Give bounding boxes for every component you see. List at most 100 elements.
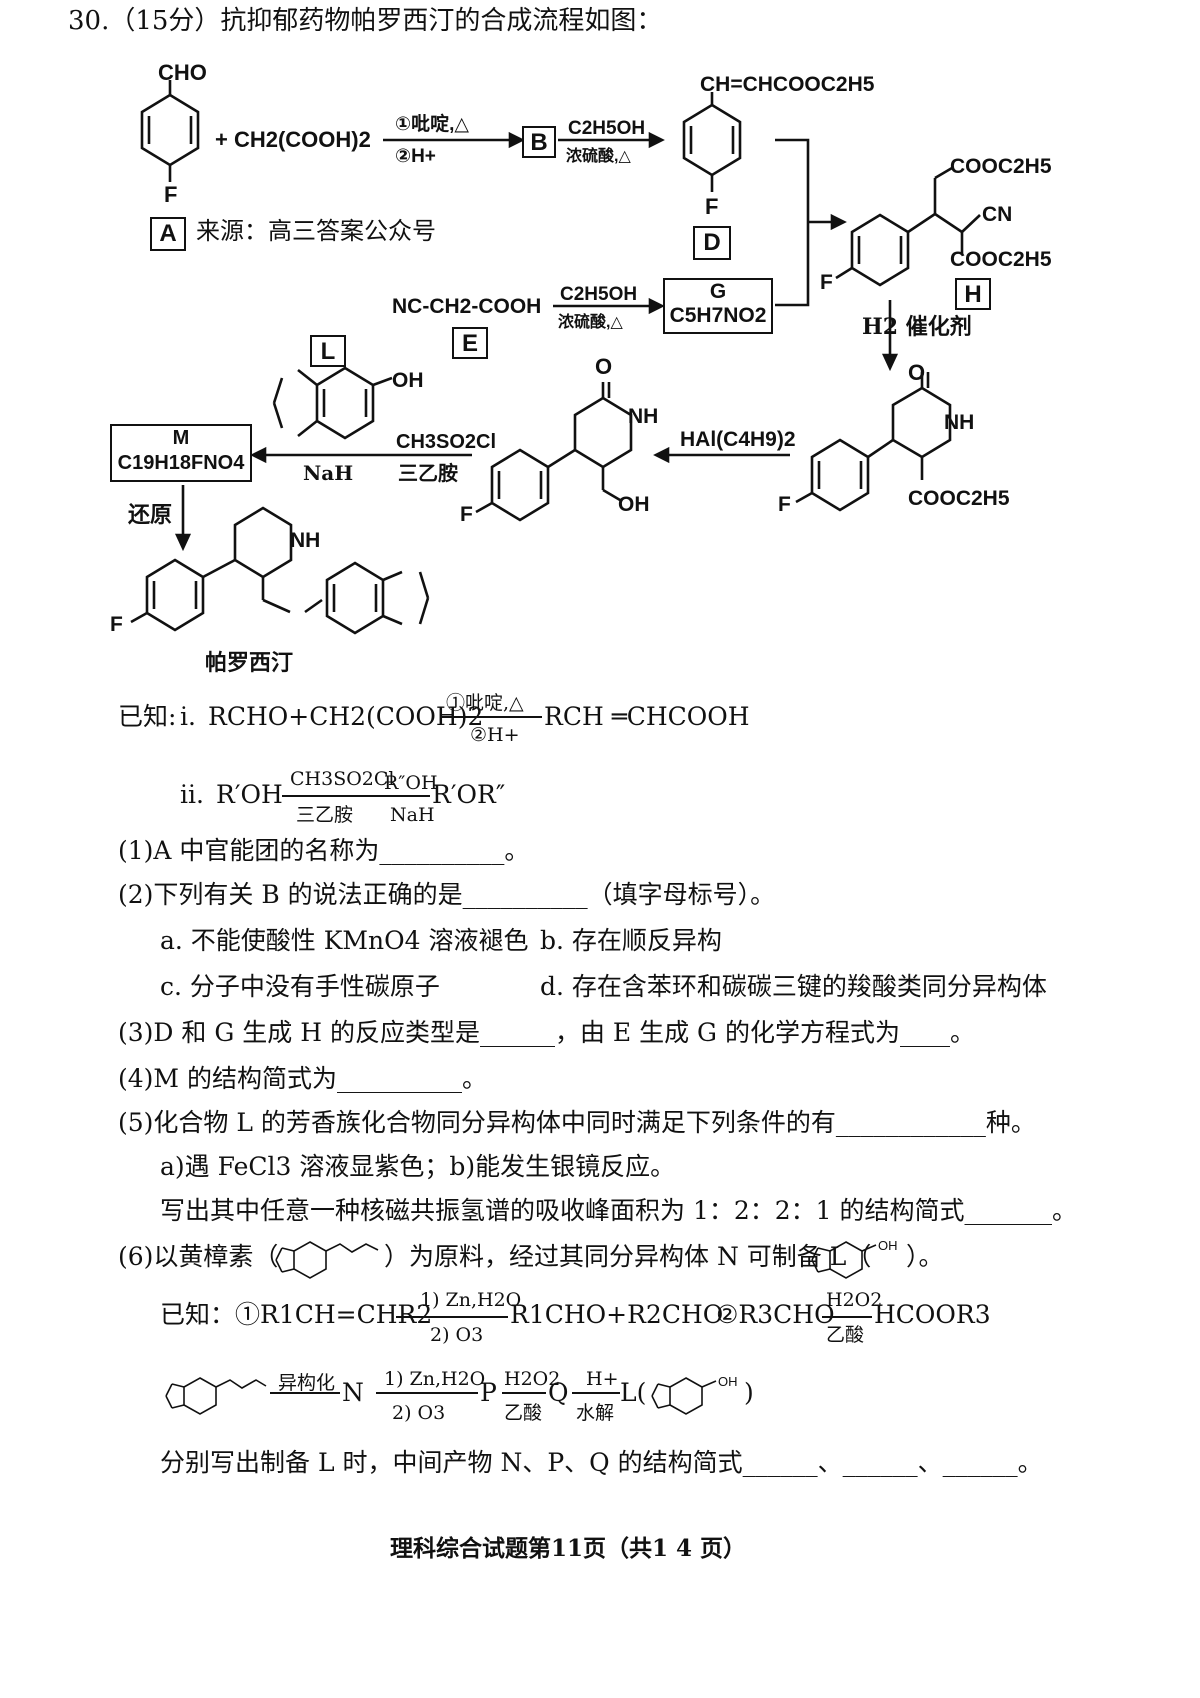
question-6-known-2-arrow [822,1316,872,1318]
h-cooet-bottom: COOC2H5 [950,248,1052,271]
label-a: A [150,217,186,251]
nah-reagent: NaH [303,461,354,485]
esterify-reagent-bottom: 浓硫酸,△ [566,148,631,165]
step1-reagent-top: ①吡啶,△ [395,114,469,135]
lactam-ester-nh: NH [944,411,975,434]
l-small-structure-1: OH [811,1238,898,1279]
known-i-bottom: ②H+ [470,724,520,746]
label-h: H [955,278,991,310]
safrole-structure [275,1241,379,1279]
lactam-ester-structure [795,372,952,512]
step1-reagent-bottom: ②H+ [395,146,436,167]
question-6-known-1-top: 1) Zn,H2O [420,1289,522,1311]
question-header: 30.（15分）抗抑郁药物帕罗西汀的合成流程如图： [68,6,663,36]
question-6-middle: ）为原料，经过其同分异构体 N 可制备 L（ [384,1242,872,1271]
question-4: (4)M 的结构简式为__________。 [118,1064,487,1093]
route-p: P [480,1378,497,1407]
watermark-text: 来源：高三答案公众号 [196,217,436,245]
question-6-known-1-bottom: 2) O3 [430,1324,484,1346]
known-i-right: RCH ═CHCOOH [544,702,750,731]
question-2-option-c: c. 分子中没有手性碳原子 [160,972,440,1001]
question-2-option-d: d. 存在含苯环和碳碳三键的羧酸类同分异构体 [540,972,1047,1001]
d-side-chain: CH=CHCOOC2H5 [700,73,875,96]
fluorine-paroxetine: F [110,613,123,636]
lactam-alcohol-oh: OH [618,493,650,516]
compound-a-ring [140,80,200,182]
dibal-reagent: HAl(C4H9)2 [680,428,796,451]
route-h2o2: H2O2 [504,1368,561,1390]
l-oh-group: OH [392,369,424,392]
fluorine-lactam-alcohol: F [460,503,473,526]
route-hplus: H+ [586,1368,619,1390]
route-ozone-top: 1) Zn,H2O [384,1368,486,1390]
compound-d-ring [682,92,742,192]
route-n: N [342,1378,364,1407]
known-i-label: i. [180,702,196,731]
compound-l-structure [272,366,393,440]
question-6-known-2-left: ②R3CHO [716,1300,835,1329]
question-5-conditions: a)遇 FeCl3 溶液显紫色；b)能发生银镜反应。 [160,1152,676,1181]
reduction-reagent: 还原 [128,502,173,528]
l-small-oh-2: OH [718,1374,738,1389]
route-close: ) [744,1378,754,1407]
question-2: (2)下列有关 B 的说法正确的是__________（填字母标号）。 [118,880,776,909]
h-cooet-top: COOC2H5 [950,155,1052,178]
question-2-option-b: b. 存在顺反异构 [540,926,722,955]
e-to-g-reagent-top: C2H5OH [560,284,638,305]
malonic-acid-reagent: + CH2(COOH)2 [215,127,371,152]
label-b: B [522,126,556,158]
known-ii-top1: CH3SO2Cl [290,768,395,790]
known-ii-right: R′OR″ [432,780,506,809]
fluorine-d: F [705,194,719,219]
route-ozone-bottom: 2) O3 [392,1402,446,1424]
question-6-known-2-bottom: 乙酸 [826,1324,865,1346]
m-name: M [172,427,190,449]
paroxetine-name: 帕罗西汀 [205,650,294,676]
cho-group: CHO [158,60,207,85]
known-ii-label: ii. [180,780,204,809]
paroxetine-nh: NH [290,529,321,552]
page-footer: 理科综合试题第11页（共1 4 页） [390,1535,747,1562]
route-arrow-4 [572,1392,620,1394]
question-6-known-1-left: 已知：①R1CH=CHR2 [160,1300,433,1329]
known-ii-left: R′OH [216,780,283,809]
safrole-route-structure [165,1377,267,1415]
g-name: G [709,280,727,303]
question-6-end: ）。 [906,1242,944,1271]
compound-m-box: M C19H18FNO4 [110,424,252,482]
esterify-reagent-top: C2H5OH [568,118,646,139]
question-5: (5)化合物 L 的芳香族化合物同分异构体中同时满足下列条件的有________… [118,1108,1036,1137]
lactam-alcohol-nh: NH [628,405,659,428]
known-ii-bottom2: NaH [390,804,435,826]
question-6-known-2-top: H2O2 [826,1289,883,1311]
fluorine-a: F [164,182,178,207]
question-3: (3)D 和 G 生成 H 的反应类型是______，由 E 生成 G 的化学方… [118,1018,975,1047]
paroxetine-structure [130,506,430,635]
l-small-structure-2: OH [651,1374,738,1415]
known-i-arrow [442,716,542,718]
label-l: L [310,335,346,367]
lactam-alcohol-o: O [595,354,613,379]
known-ii-arrow [282,795,430,797]
fluorine-lactam-ester: F [778,493,791,516]
e-to-g-reagent-bottom: 浓硫酸,△ [558,314,623,331]
mesyl-reagent-top: CH3SO2Cl [396,431,497,453]
g-formula: C5H7NO2 [669,304,767,327]
known-title: 已知: [118,702,177,731]
question-1: (1)A 中官能团的名称为__________。 [118,836,530,865]
route-q: Q [548,1378,569,1407]
lactam-alcohol-structure [475,382,633,522]
mesyl-reagent-bottom: 三乙胺 [398,461,458,485]
h-cn-group: CN [982,203,1013,226]
route-hydrolysis: 水解 [576,1402,615,1424]
known-ii-top2: R″OH [384,772,438,794]
question-6-known-1-arrow [396,1316,508,1318]
synthesis-scheme-drawing [130,80,981,635]
question-6-known-2-right: HCOOR3 [874,1300,991,1329]
question-6-final: 分别写出制备 L 时，中间产物 N、P、Q 的结构简式______、______… [160,1448,1043,1477]
m-formula: C19H18FNO4 [117,452,245,474]
l-small-oh-1: OH [878,1238,898,1253]
route-arrow-2 [376,1392,478,1394]
compound-g-box: G C5H7NO2 [663,278,773,334]
fluorine-h: F [820,271,833,294]
